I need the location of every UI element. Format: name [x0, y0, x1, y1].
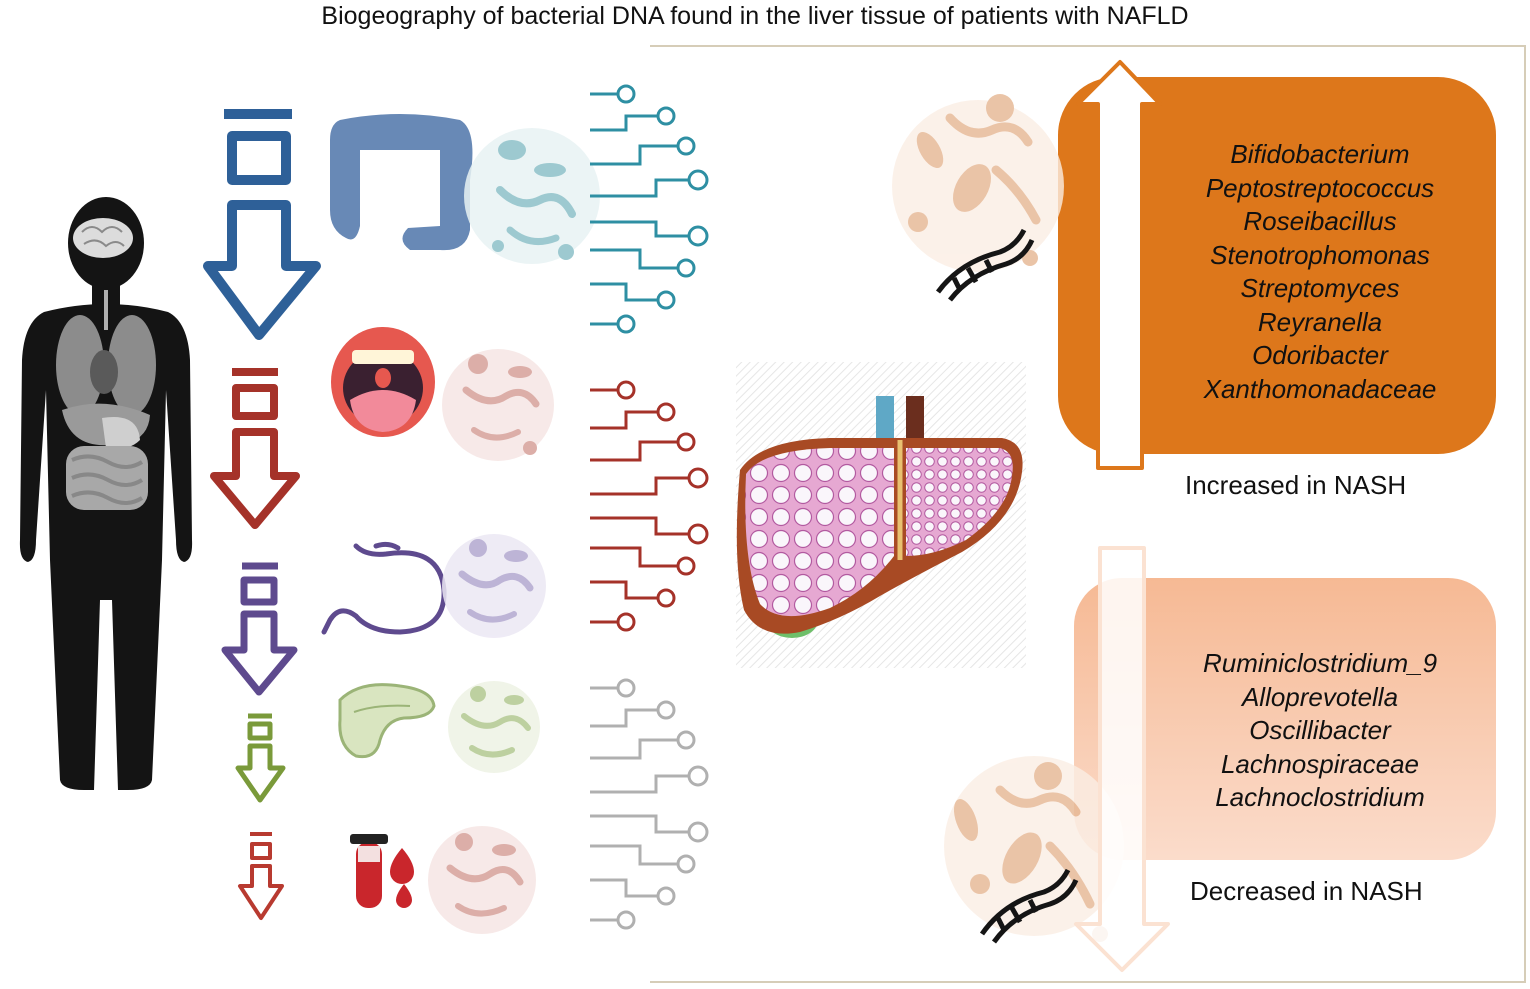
list-item: Peptostreptococcus — [1205, 172, 1435, 203]
list-item: Lachnoclostridium — [1215, 782, 1425, 812]
list-item: Lachnospiraceae — [1220, 748, 1420, 779]
stomach-arrow — [221, 562, 298, 696]
connector-other — [590, 678, 709, 930]
increased-arrow — [1076, 60, 1162, 470]
list-item: Ruminiclostridium_9 — [1202, 648, 1438, 678]
oral-arrow — [210, 368, 300, 529]
decreased-taxa-list: Ruminiclostridium_9 Alloprevotella Oscil… — [1140, 647, 1500, 815]
bacteria-icon — [892, 94, 1064, 272]
list-item: Odoribacter — [1252, 340, 1388, 370]
dna-icon — [979, 868, 1079, 944]
decreased-arrow — [1074, 546, 1170, 972]
brain-icon — [73, 218, 133, 258]
list-item: Alloprevotella — [1241, 681, 1399, 712]
blood-tube-icon — [350, 834, 414, 908]
connector-intestine — [590, 84, 709, 334]
list-item: Roseibacillus — [1243, 206, 1397, 236]
decreased-caption: Decreased in NASH — [1190, 876, 1423, 906]
intestine-arrow — [203, 109, 321, 340]
increased-caption: Increased in NASH — [1185, 470, 1407, 500]
bacteria-icon — [428, 128, 600, 934]
pancreas-arrow — [235, 713, 286, 803]
pancreas-icon — [338, 683, 436, 759]
bacteria-icon — [944, 756, 1124, 942]
list-item: Streptomyces — [1240, 273, 1400, 303]
list-item: Reyranella — [1257, 306, 1383, 337]
liver-icon — [736, 362, 1026, 668]
mouth-icon — [331, 327, 435, 437]
list-item: Stenotrophomonas — [1210, 239, 1430, 270]
stomach-icon — [321, 541, 447, 635]
increased-taxa-list: Bifidobacterium Peptostreptococcus Rosei… — [1140, 138, 1500, 406]
blood-arrow — [238, 832, 284, 920]
result-frame — [650, 45, 1526, 983]
list-item: Bifidobacterium — [1230, 139, 1410, 169]
list-item: Xanthomonadaceae — [1203, 373, 1437, 404]
intestine-icon — [330, 114, 473, 251]
list-item: Oscillibacter — [1249, 715, 1391, 745]
page-title: Biogeography of bacterial DNA found in t… — [321, 2, 1189, 30]
dna-icon — [935, 228, 1035, 302]
connector-oral — [590, 380, 709, 632]
human-body-icon — [19, 197, 193, 790]
